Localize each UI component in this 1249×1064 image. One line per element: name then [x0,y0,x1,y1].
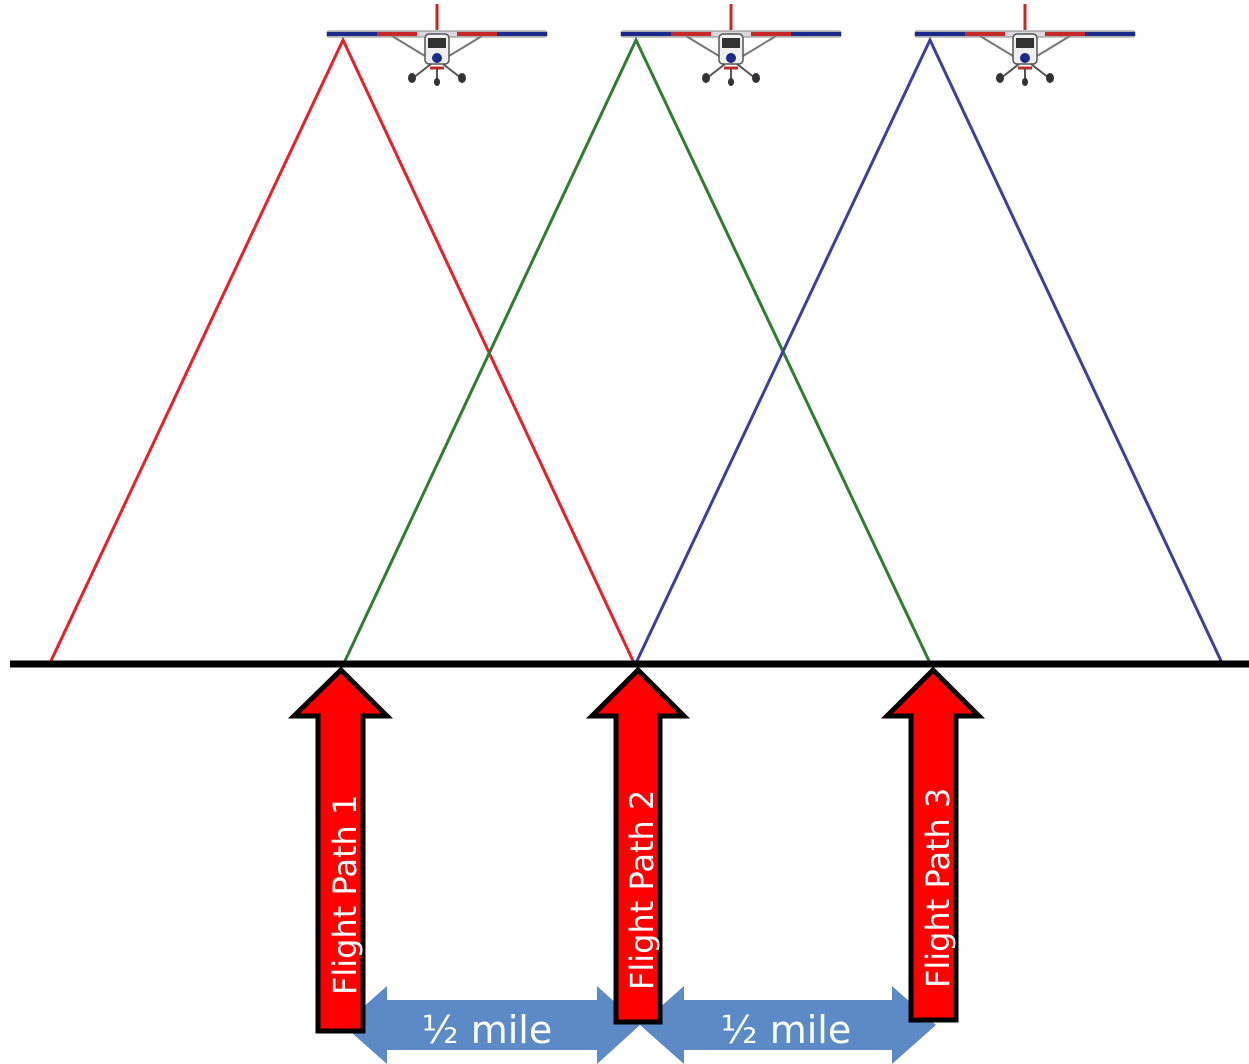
flight-path-arrow-1: Flight Path 1 [287,666,394,1034]
airplane-icon [913,2,1137,88]
flight-path-label-1: Flight Path 1 [326,795,364,995]
flight-path-arrow-3: Flight Path 3 [880,666,986,1023]
coverage-triangles [48,36,1224,664]
double-arrow-icon [640,986,936,1064]
coverage-cone-flight-path-2 [342,36,932,664]
spacing-arrow-2: ½ mile [640,986,936,1064]
up-arrow-icon [287,666,394,1034]
spacing-arrow-1: ½ mile [343,986,640,1064]
spacing-label-2: ½ mile [721,1008,851,1052]
flight-path-label-3: Flight Path 3 [919,788,957,988]
double-arrow-icon [343,986,640,1064]
coverage-cone-flight-path-3 [634,36,1224,664]
up-arrow-icon [585,666,691,1025]
flight-path-arrow-2: Flight Path 2 [585,666,691,1025]
coverage-cone-flight-path-1 [48,36,636,664]
flight-path-label-2: Flight Path 2 [623,790,661,990]
up-arrow-icon [880,666,986,1023]
spacing-label-1: ½ mile [422,1008,552,1052]
airplane-icon [619,2,843,88]
